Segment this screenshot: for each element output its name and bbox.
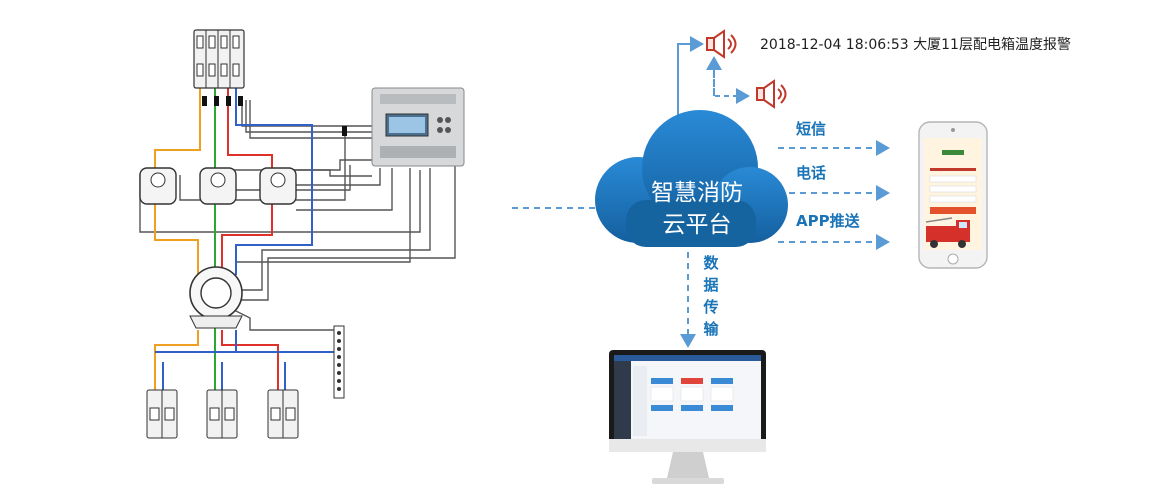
cloud-title-line2: 云平台 [662, 212, 732, 238]
monitoring-module-icon [342, 87, 465, 167]
main-breaker [193, 29, 245, 106]
alarm-message: 2018-12-04 18:06:53 大厦11层配电箱温度报警 [760, 37, 1071, 53]
terminal-strip [333, 325, 345, 399]
data-transfer-char: 据 [703, 276, 719, 294]
phone-label: 电话 [796, 164, 827, 182]
data-transfer-label: 数 据 传 输 [702, 252, 720, 340]
cloud-to-alarm-arrow [677, 36, 704, 118]
cloud-title-line1: 智慧消防 [651, 180, 743, 206]
cloud-platform-icon [595, 110, 788, 247]
app-push-label: APP推送 [796, 212, 860, 230]
alarm-speaker-icon-2 [756, 79, 787, 109]
data-transfer-char: 数 [703, 254, 719, 272]
smartphone-icon [918, 121, 988, 269]
phase-wires [154, 88, 338, 400]
sms-label: 短信 [796, 120, 827, 138]
wiring-diagram [139, 29, 465, 439]
fire-truck-icon [925, 217, 970, 248]
residual-current-transformer-icon [189, 266, 243, 329]
circuit-breaker-icon [146, 389, 299, 439]
data-transfer-char: 传 [703, 298, 719, 316]
connectors [512, 36, 890, 348]
desktop-monitor-icon [609, 350, 766, 484]
data-transfer-char: 输 [703, 320, 719, 338]
current-transformer-icon [139, 167, 297, 205]
alarm-speaker-icon [706, 29, 737, 59]
alarm-branch-arrow [713, 70, 750, 104]
